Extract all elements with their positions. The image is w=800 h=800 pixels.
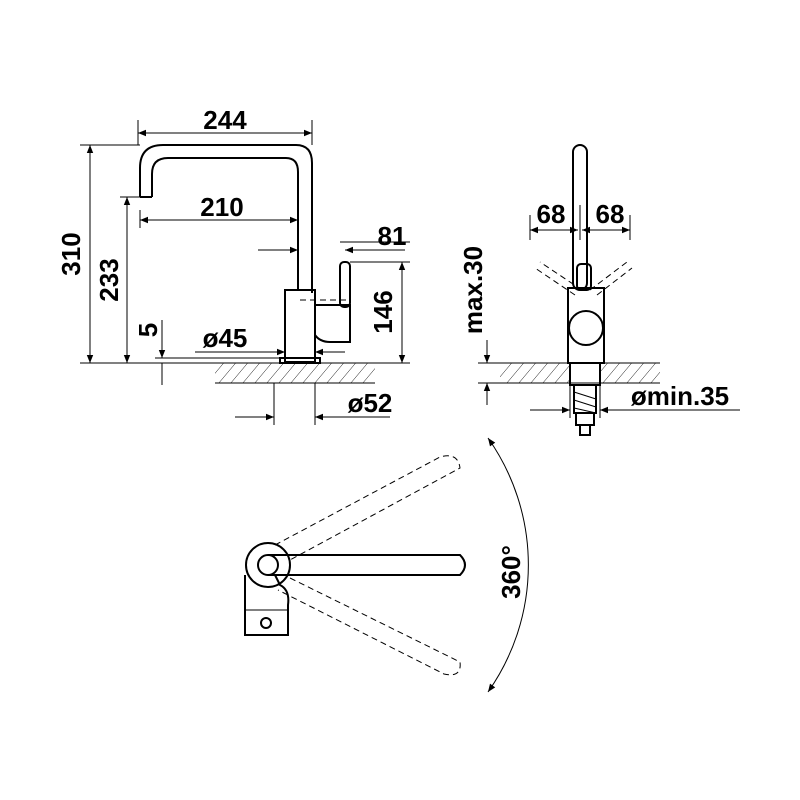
faucet-base-top (244, 574, 290, 636)
dim-hole-diameter: ømin.35 (631, 381, 729, 411)
dim-rotation: 360° (496, 545, 526, 599)
dim-swing-left: 68 (537, 199, 566, 229)
dim-spout-height: 233 (94, 258, 124, 301)
spout-pivot-top (245, 542, 291, 588)
dim-overall-width: 244 (203, 105, 247, 135)
front-view: 68 68 max.30 ømin.35 (458, 144, 740, 436)
faucet-body-side (279, 261, 351, 364)
spout-top-center (268, 554, 466, 576)
faucet-body-front (567, 287, 605, 364)
side-view: 244 210 310 233 5 ø45 ø52 81 (56, 105, 410, 425)
dim-diameter-52: ø52 (348, 388, 393, 418)
dim-spout-reach: 210 (200, 192, 243, 222)
countertop-side (215, 363, 375, 383)
dim-diameter-45: ø45 (203, 323, 248, 353)
dim-body-height: 146 (368, 290, 398, 333)
spout-top-lower (277, 577, 461, 676)
faucet-spout-side (139, 144, 313, 293)
dim-offset-81: 81 (378, 221, 407, 251)
dim-overall-height: 310 (56, 232, 86, 275)
dim-swing-right: 68 (596, 199, 625, 229)
faucet-handle-front (568, 310, 604, 346)
countertop-front (500, 363, 570, 383)
dim-base-height: 5 (133, 323, 163, 337)
dim-max-thickness: max.30 (458, 246, 488, 334)
top-view: 360° (244, 437, 529, 693)
spout-top-upper (274, 455, 461, 561)
mounting-hardware (569, 362, 601, 436)
rotation-arc (487, 437, 529, 693)
